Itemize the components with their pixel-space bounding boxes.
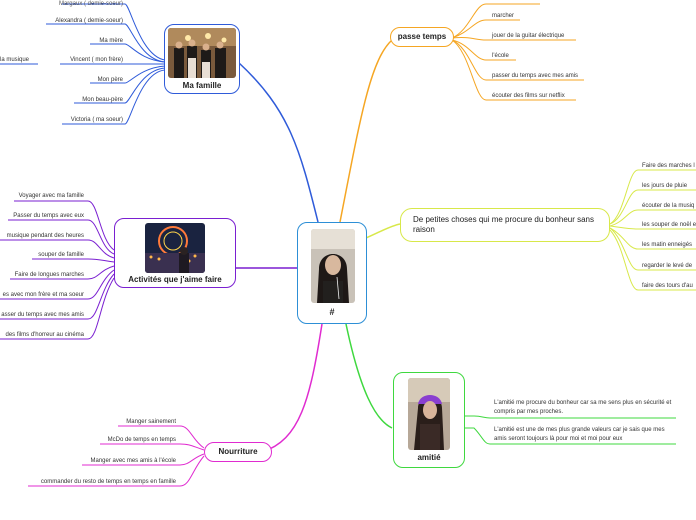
activite-item-frere-soeur: es avec mon frère et ma soeur (2, 292, 84, 298)
friend-portrait-image (408, 378, 450, 450)
center-node[interactable]: # (297, 222, 367, 324)
petites-choses-item-marches: Faire des marches l (642, 163, 695, 169)
nourriture-item-resto: commander du resto de temps en temps en … (40, 479, 176, 485)
famille-photo (168, 28, 236, 78)
famille-item-pere: Mon père (97, 77, 123, 83)
passe-temps-item-ecole: l'école (492, 53, 509, 59)
activite-item-marches: Faire de longues marches (14, 272, 84, 278)
passe-temps-item-amis: passer du temps avec mes amis (492, 73, 579, 79)
passe-temps-item-guitar: jouer de la guitar électrique (492, 33, 565, 39)
petites-choses-item-musique: écouter de la musiq (642, 203, 695, 209)
famille-item-victoria: Victoria ( ma soeur) (70, 117, 123, 123)
famille-side-musique: la musique (0, 57, 30, 63)
nourriture-item-sainement: Manger sainement (126, 419, 176, 425)
amitie-item-securite: L'amitié me procure du bonheur car sa me… (494, 400, 672, 415)
passe-temps-item-marcher: marcher (492, 13, 515, 19)
activites-title: Activités que j'aime faire (128, 275, 222, 284)
ferris-wheel-image (145, 223, 205, 273)
portrait-image (311, 229, 355, 303)
passe-temps-item-netflix: écouter des films sur netflix (492, 93, 565, 99)
amitie-photo (408, 378, 450, 450)
activite-item-passer-temps: Passer du temps avec eux (13, 213, 84, 219)
family-group-image (168, 28, 236, 78)
activite-item-amis: asser du temps avec mes amis (1, 312, 84, 318)
nourriture-item-ecole: Manger avec mes amis à l'école (90, 458, 176, 464)
amitie-item-valeurs: L'amitié est une de mes plus grande vale… (494, 427, 665, 442)
petites-choses-node[interactable]: De petites choses qui me procure du bonh… (400, 208, 610, 242)
petites-choses-item-noel: les souper de noël e (642, 222, 696, 228)
activites-node[interactable]: Activités que j'aime faire (114, 218, 236, 288)
passe-temps-node[interactable]: passe temps (390, 27, 454, 47)
famille-item-vincent: Vincent ( mon frère) (70, 57, 123, 63)
center-label: # (329, 307, 335, 317)
famille-item-mere: Ma mère (99, 38, 123, 44)
activite-item-voyager: Voyager avec ma famille (18, 193, 84, 199)
famille-item-beau-pere: Mon beau-père (82, 97, 123, 103)
petites-choses-item-leve: regarder le levé de (642, 263, 693, 269)
petites-choses-item-matin: les matin enneigés (642, 242, 693, 248)
famille-title: Ma famille (182, 81, 222, 90)
activites-photo (145, 223, 205, 273)
nourriture-item-mcdo: McDo de temps en temps (107, 437, 176, 443)
nourriture-node[interactable]: Nourriture (204, 442, 272, 462)
petites-choses-item-tours: faire des tours d'au (642, 283, 693, 289)
famille-item-cut: Margaux ( demie-soeur) (58, 1, 123, 7)
activite-item-films: des films d'horreur au cinéma (5, 332, 84, 338)
center-photo (311, 229, 355, 303)
activite-item-musique: musique pendant des heures (6, 233, 84, 239)
famille-node[interactable]: Ma famille (164, 24, 240, 94)
famille-item-alexandra: Alexandra ( demie-soeur) (55, 18, 123, 24)
amitie-title: amitié (417, 453, 441, 462)
activite-item-souper: souper de famille (38, 252, 84, 258)
petites-choses-item-pluie: les jours de pluie (642, 183, 688, 189)
amitie-node[interactable]: amitié (393, 372, 465, 468)
